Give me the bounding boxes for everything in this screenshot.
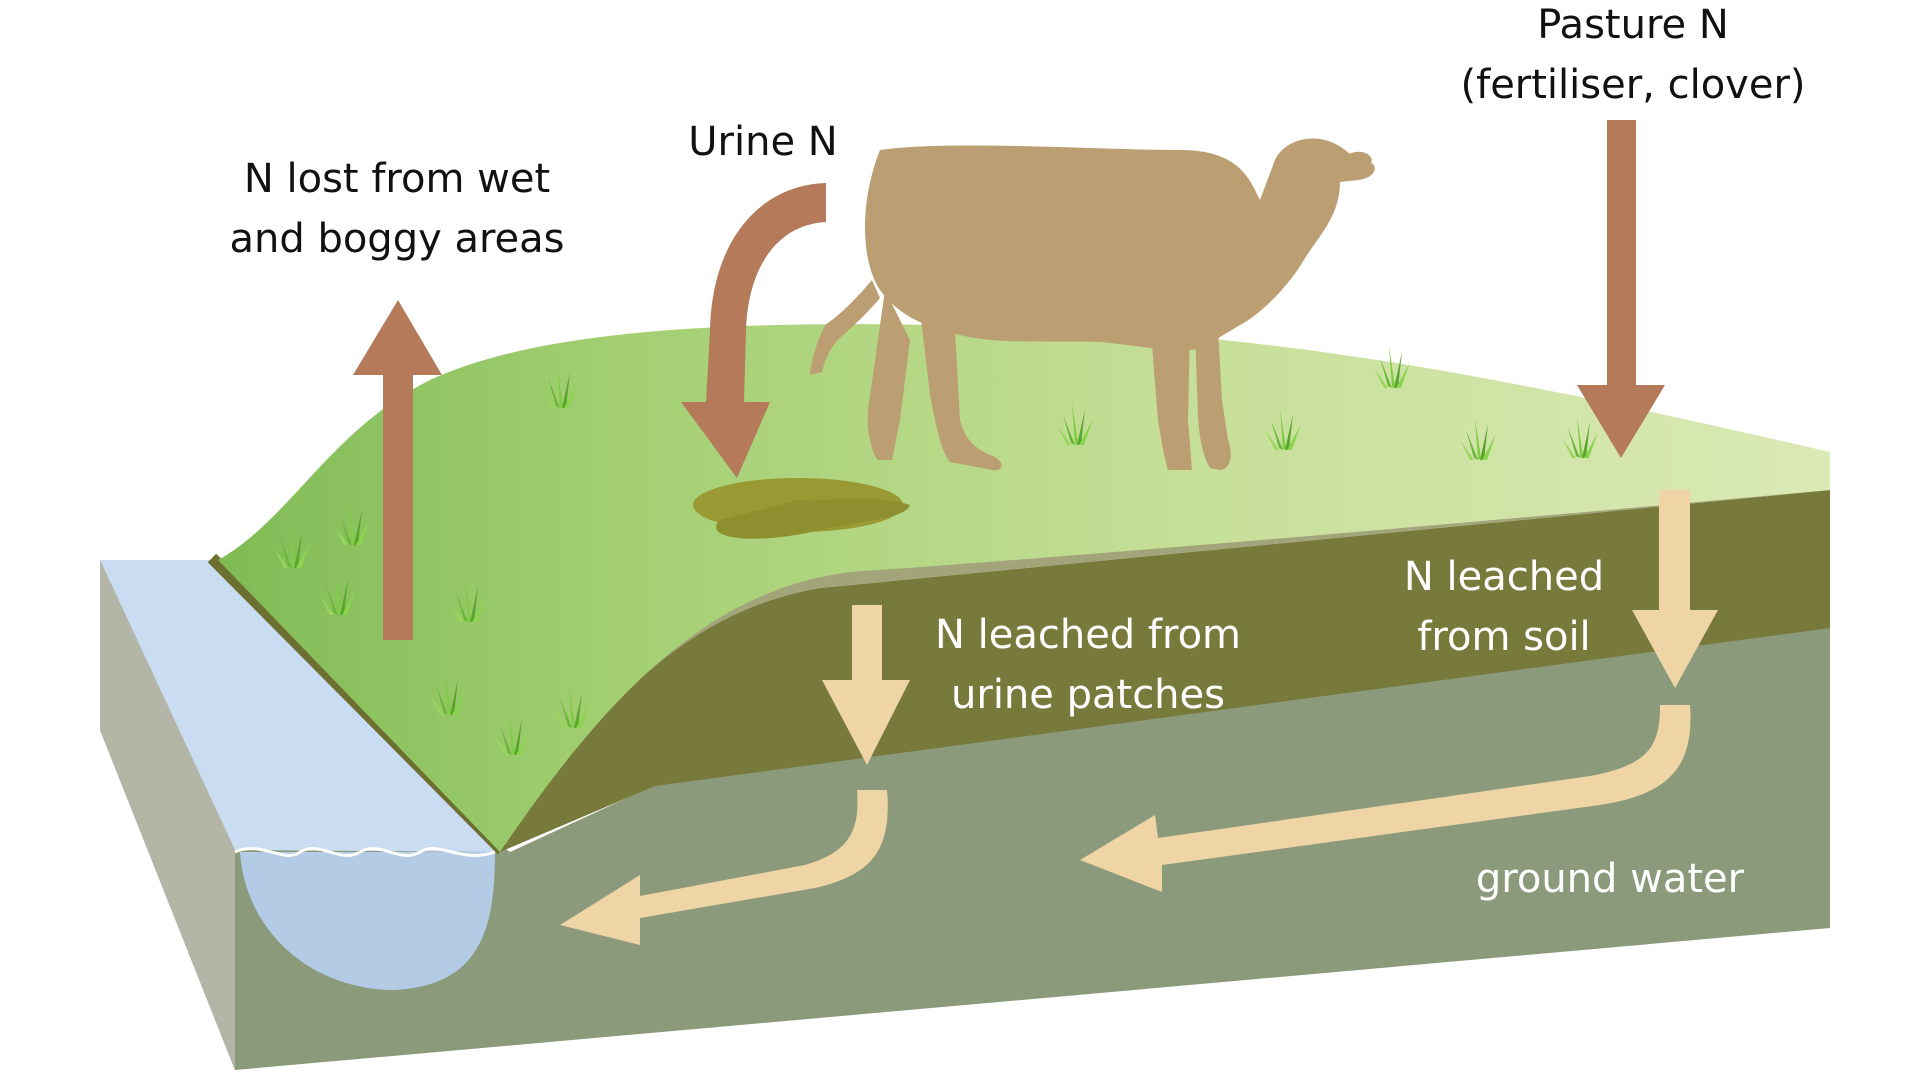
pasture-n-label: Pasture N <box>1537 2 1729 48</box>
pasture-n-sublabel: (fertiliser, clover) <box>1461 62 1806 108</box>
urine-n-label: Urine N <box>688 119 837 165</box>
lost-n-label-line2: and boggy areas <box>229 216 564 262</box>
patch-leach-label-line1: N leached from <box>935 612 1241 658</box>
groundwater-label: ground water <box>1476 856 1745 902</box>
lost-n-label-line1: N lost from wet <box>244 156 550 202</box>
soil-leach-label-line1: N leached <box>1404 554 1604 600</box>
patch-leach-label-line2: urine patches <box>951 672 1225 718</box>
soil-leach-label-line2: from soil <box>1417 614 1590 660</box>
